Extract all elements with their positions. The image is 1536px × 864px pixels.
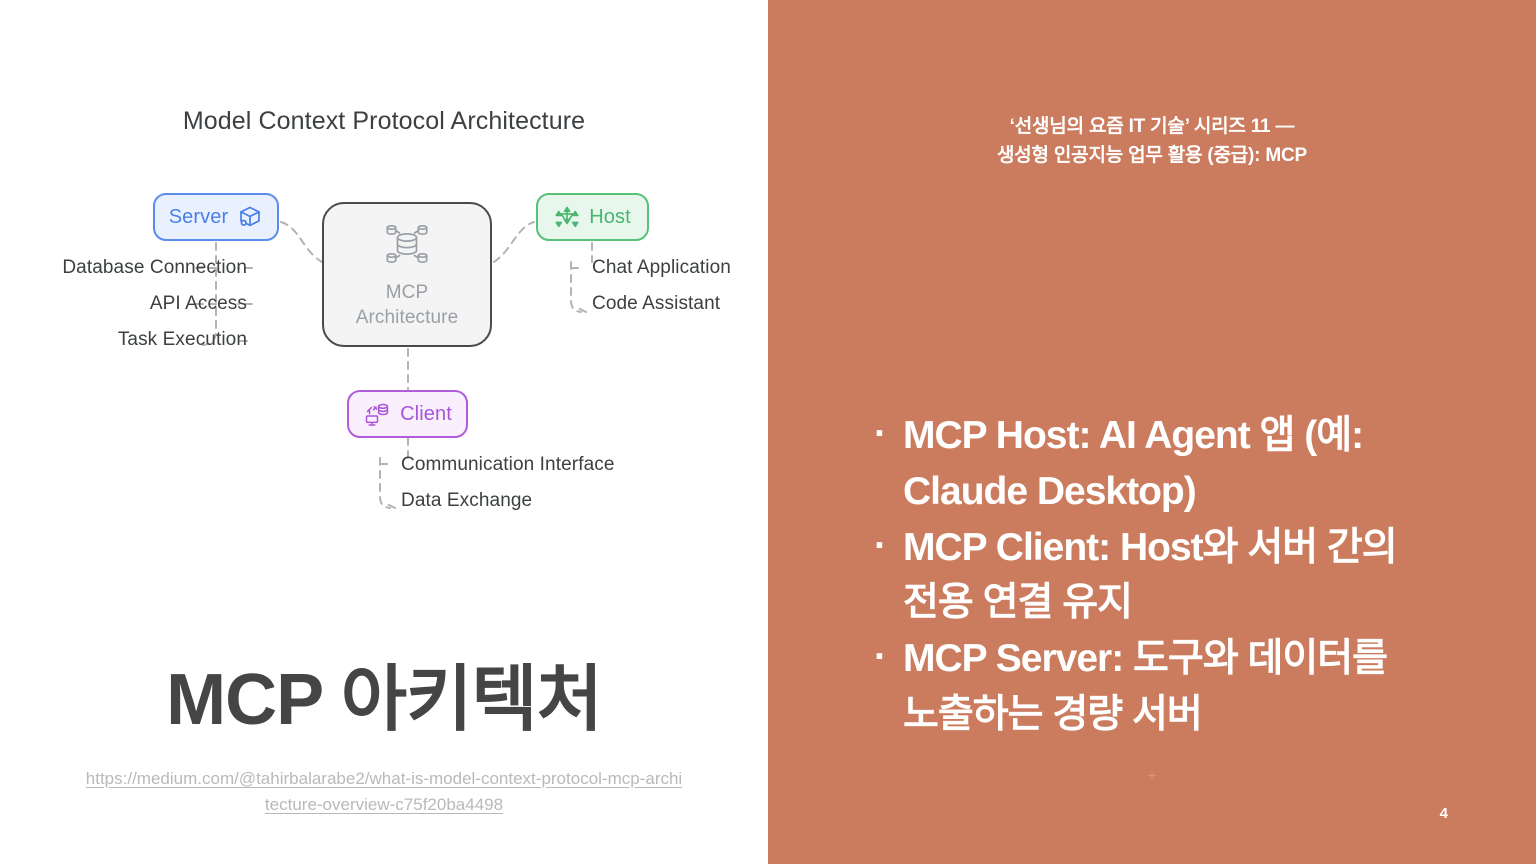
node-label-client: Client [400, 402, 452, 425]
page-number: 4 [1439, 805, 1448, 822]
series-title-line2: 생성형 인공지능 업무 활용 (중급): MCP [996, 144, 1308, 166]
leaf-task-execution: Task Execution [117, 329, 247, 350]
list-item: MCP Client: Host와 서버 간의 전용 연결 유지 [868, 518, 1428, 632]
plus-icon: + [1147, 768, 1157, 785]
list-item: MCP Server: 도구와 데이터를 노출하는 경량 서버 [868, 629, 1428, 743]
monitor-database-icon [363, 400, 391, 428]
bullet-list: MCP Host: AI Agent 앱 (예: Claude Desktop)… [868, 406, 1428, 743]
center-node-label-line2: Architecture [355, 306, 459, 328]
list-item: MCP Host: AI Agent 앱 (예: Claude Desktop) [868, 406, 1428, 520]
source-url-link[interactable]: https://medium.com/@tahirbalarabe2/what-… [85, 769, 683, 815]
left-panel: Model Context Protocol Architecture [62, 107, 731, 815]
network-icon [554, 204, 580, 230]
slide-heading: MCP 아키텍처 [166, 660, 603, 740]
diagram-node-client[interactable]: Client [347, 390, 468, 438]
center-node-label: MCP Architecture [356, 281, 459, 330]
diagram-node-center[interactable]: MCP Architecture [322, 202, 492, 347]
node-label-server: Server [168, 205, 229, 228]
diagram-title: Model Context Protocol Architecture [182, 107, 586, 135]
node-label-host: Host [589, 205, 631, 228]
leaf-chat-application: Chat Application [592, 257, 731, 278]
leaf-database-connection: Database Connection [62, 257, 247, 278]
database-cluster-icon [381, 219, 433, 269]
leaf-code-assistant: Code Assistant [592, 293, 721, 314]
series-title: ‘선생님의 요즘 IT 기술’ 시리즈 11 — 생성형 인공지능 업무 활용 … [768, 113, 1536, 171]
center-node-label-line1: MCP [385, 282, 429, 304]
leaf-communication-interface: Communication Interface [401, 454, 615, 475]
diagram-node-server[interactable]: Server [153, 193, 279, 241]
right-panel: ‘선생님의 요즘 IT 기술’ 시리즈 11 — 생성형 인공지능 업무 활용 … [768, 0, 1536, 864]
leaf-data-exchange: Data Exchange [401, 490, 533, 511]
cube-icon [237, 204, 263, 230]
leaf-api-access: API Access [149, 293, 247, 314]
diagram-node-host[interactable]: Host [536, 193, 649, 241]
series-title-line1: ‘선생님의 요즘 IT 기술’ 시리즈 11 — [1009, 116, 1295, 137]
